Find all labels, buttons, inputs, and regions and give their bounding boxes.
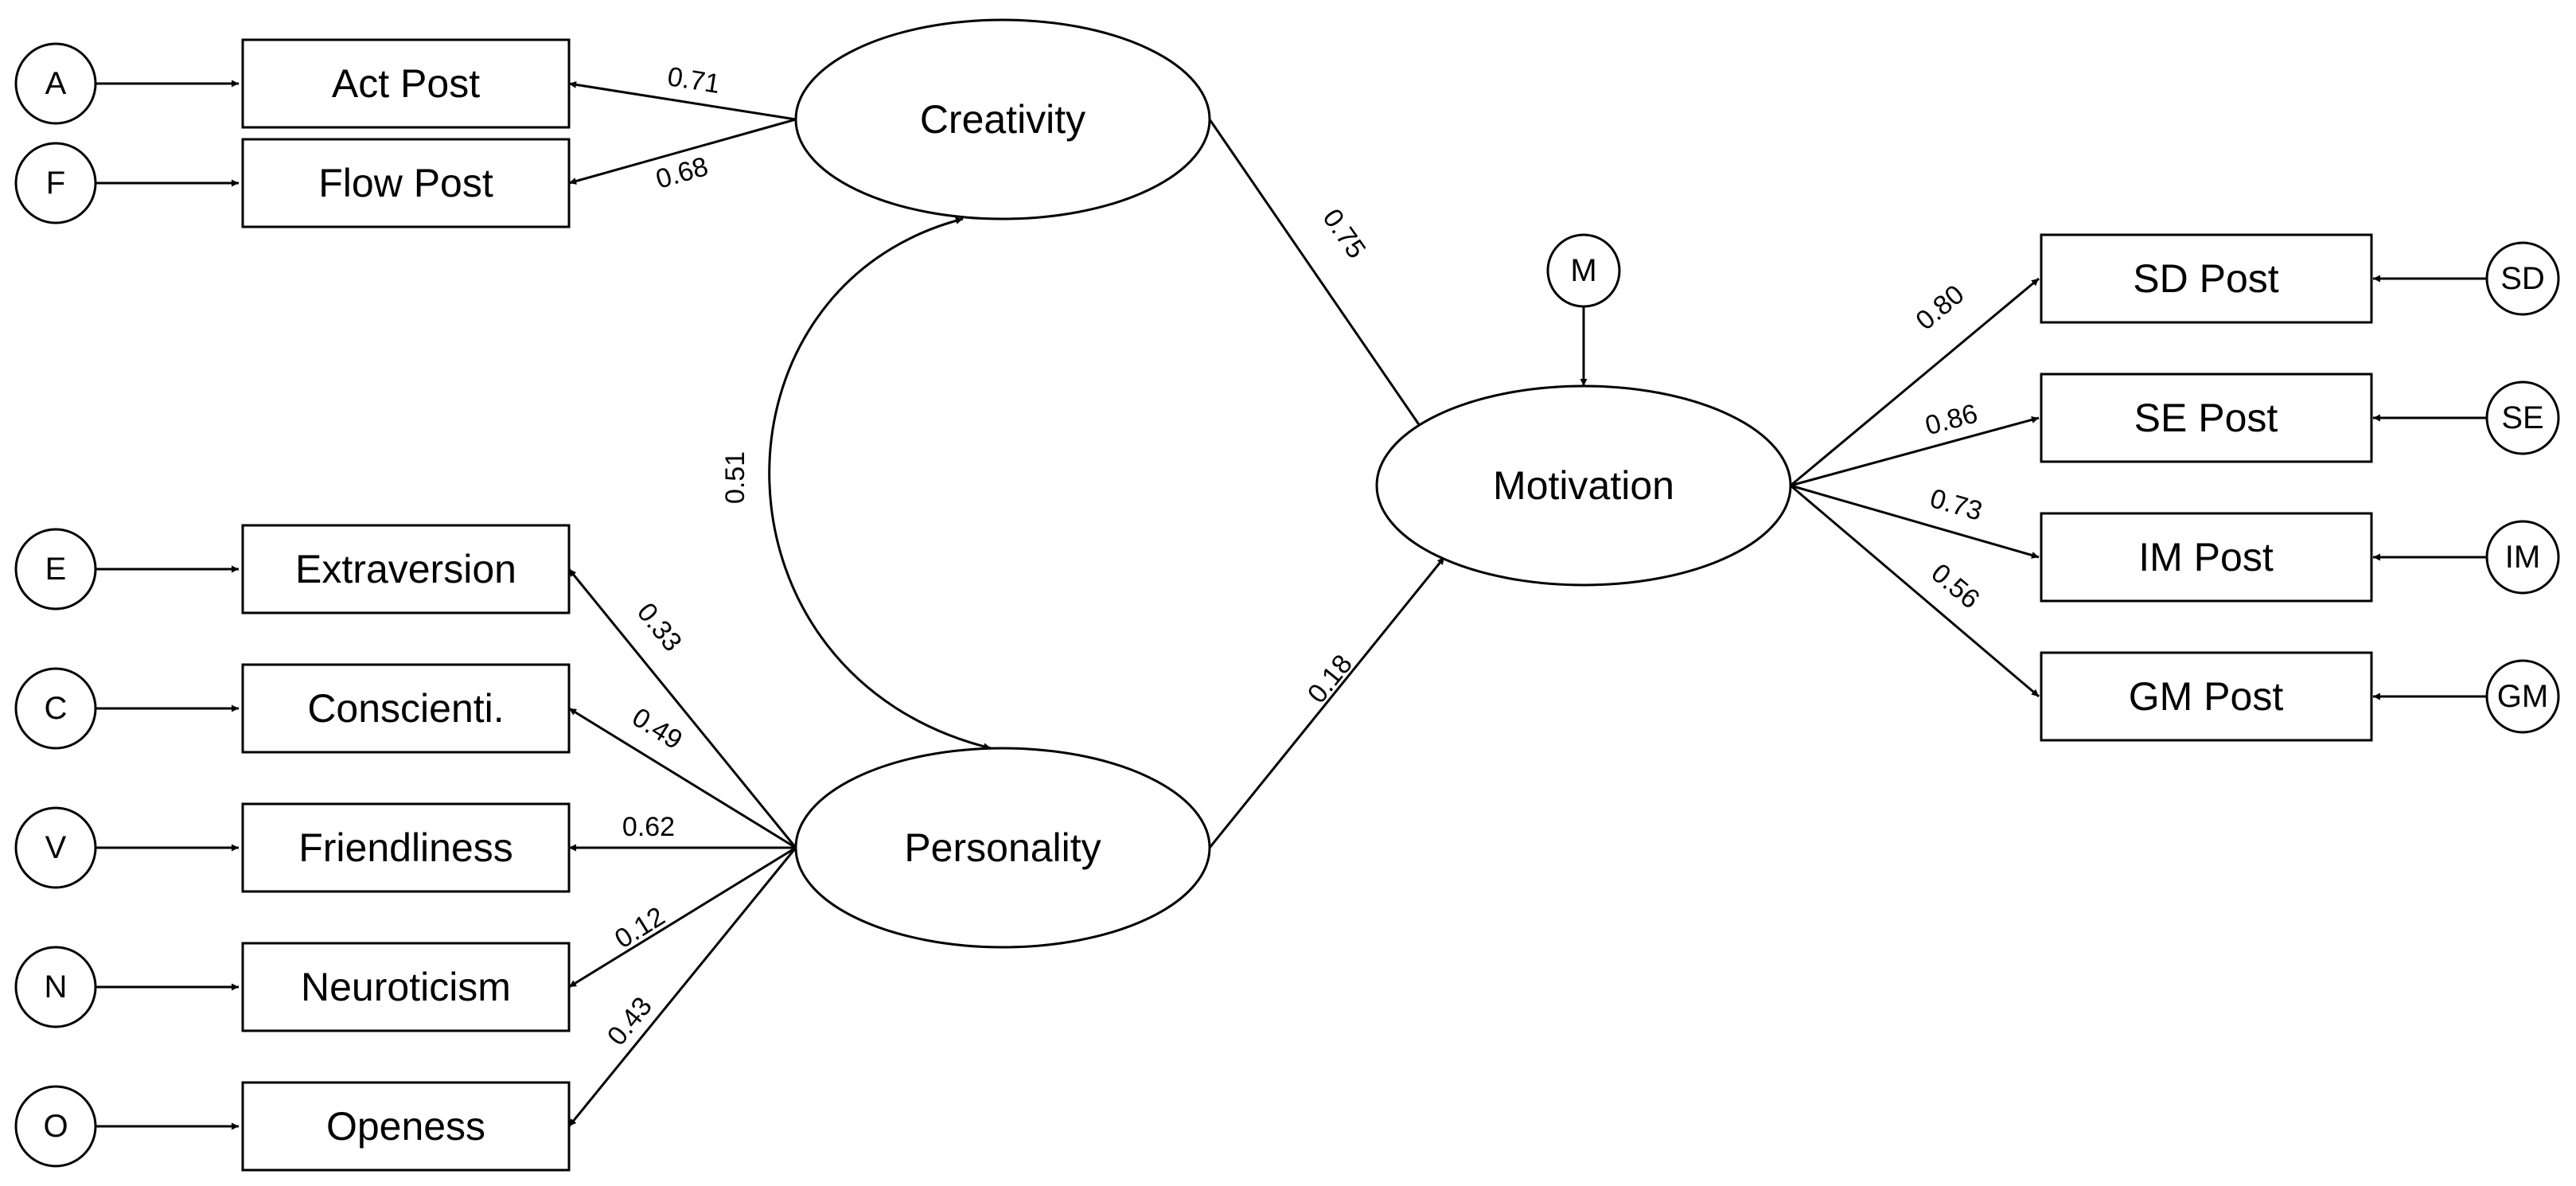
- error-label-v: V: [45, 830, 67, 865]
- indicator-sd-post: SD Post: [2040, 233, 2373, 324]
- edge-motivation-se: [1790, 416, 2040, 487]
- coef-personality-openness: 0.43: [602, 991, 658, 1051]
- indicator-label-sd-post: SD Post: [2133, 256, 2279, 301]
- error-node-n: N: [14, 946, 97, 1028]
- error-label-o: O: [43, 1109, 68, 1144]
- error-node-sd: SD: [2485, 241, 2560, 316]
- indicator-flow-post: Flow Post: [241, 138, 571, 228]
- edge-creativity-personality: [768, 217, 992, 751]
- latent-label-personality: Personality: [904, 825, 1101, 870]
- edge-personality-extraversion: [567, 568, 797, 849]
- latent-label-creativity: Creativity: [920, 97, 1085, 142]
- error-node-se: SE: [2485, 380, 2560, 455]
- error-node-o: O: [14, 1085, 97, 1168]
- error-label-im: IM: [2505, 540, 2540, 575]
- indicator-label-act-post: Act Post: [332, 61, 480, 106]
- indicator-label-im-post: IM Post: [2138, 535, 2274, 579]
- coef-creativity-personality: 0.51: [720, 451, 750, 504]
- coef-creativity-motivation: 0.75: [1316, 204, 1371, 264]
- coef-personality-friendliness: 0.62: [622, 812, 675, 842]
- latent-motivation: Motivation: [1375, 384, 1792, 587]
- coef-personality-neuroticism: 0.12: [610, 901, 670, 954]
- error-label-m: M: [1570, 253, 1596, 288]
- edge-personality-motivation: [1208, 556, 1446, 849]
- error-node-c: C: [14, 667, 97, 750]
- coef-motivation-sd: 0.80: [1910, 279, 1970, 337]
- indicator-gm-post: GM Post: [2040, 651, 2373, 742]
- latent-creativity: Creativity: [794, 18, 1211, 220]
- indicator-se-post: SE Post: [2040, 373, 2373, 463]
- coef-personality-extraversion: 0.33: [631, 597, 688, 657]
- indicator-extraversion: Extraversion: [241, 524, 571, 614]
- error-label-n: N: [45, 969, 68, 1005]
- error-label-c: C: [45, 691, 68, 726]
- indicator-im-post: IM Post: [2040, 512, 2373, 603]
- edge-motivation-gm: [1790, 484, 2040, 698]
- indicator-label-friendliness: Friendliness: [298, 825, 513, 870]
- error-node-v: V: [14, 806, 97, 889]
- error-node-gm: GM: [2485, 659, 2560, 734]
- latent-personality: Personality: [794, 747, 1211, 949]
- coef-creativity-act: 0.71: [665, 61, 722, 99]
- edge-personality-conscientiousness: [568, 707, 797, 849]
- indicator-label-flow-post: Flow Post: [318, 161, 493, 205]
- indicator-label-gm-post: GM Post: [2129, 674, 2284, 719]
- error-label-sd: SD: [2500, 261, 2545, 296]
- error-node-a: A: [14, 42, 97, 125]
- error-node-m: M: [1546, 233, 1621, 308]
- edge-personality-neuroticism: [568, 846, 797, 989]
- indicator-label-extraversion: Extraversion: [295, 547, 516, 591]
- indicator-label-se-post: SE Post: [2134, 396, 2278, 440]
- error-node-e: E: [14, 528, 97, 611]
- coef-motivation-se: 0.86: [1922, 398, 1981, 441]
- error-node-f: F: [14, 142, 97, 224]
- error-label-f: F: [46, 166, 65, 201]
- indicator-label-conscientiousness: Conscienti.: [307, 686, 504, 731]
- indicator-label-neuroticism: Neuroticism: [301, 965, 511, 1009]
- error-node-im: IM: [2485, 520, 2560, 595]
- coef-personality-motivation: 0.18: [1302, 649, 1358, 708]
- error-label-se: SE: [2501, 400, 2543, 435]
- edge-creativity-motivation: [1208, 119, 1446, 462]
- edge-creativity-act: [568, 80, 797, 121]
- edge-motivation-im: [1790, 484, 2040, 559]
- edge-creativity-flow: [568, 118, 797, 185]
- indicator-label-openness: Openess: [326, 1104, 485, 1149]
- indicator-openness: Openess: [241, 1081, 571, 1172]
- indicator-conscientiousness: Conscienti.: [241, 663, 571, 754]
- error-label-e: E: [45, 552, 67, 587]
- error-label-gm: GM: [2497, 679, 2548, 714]
- indicator-friendliness: Friendliness: [241, 802, 571, 893]
- coef-personality-conscientiousness: 0.49: [627, 702, 688, 755]
- indicator-act-post: Act Post: [241, 38, 571, 129]
- edge-motivation-sd: [1790, 277, 2040, 487]
- error-label-a: A: [45, 66, 67, 101]
- latent-label-motivation: Motivation: [1493, 463, 1674, 508]
- coef-motivation-im: 0.73: [1927, 483, 1986, 527]
- indicator-neuroticism: Neuroticism: [241, 942, 571, 1032]
- edge-personality-openness: [567, 847, 797, 1127]
